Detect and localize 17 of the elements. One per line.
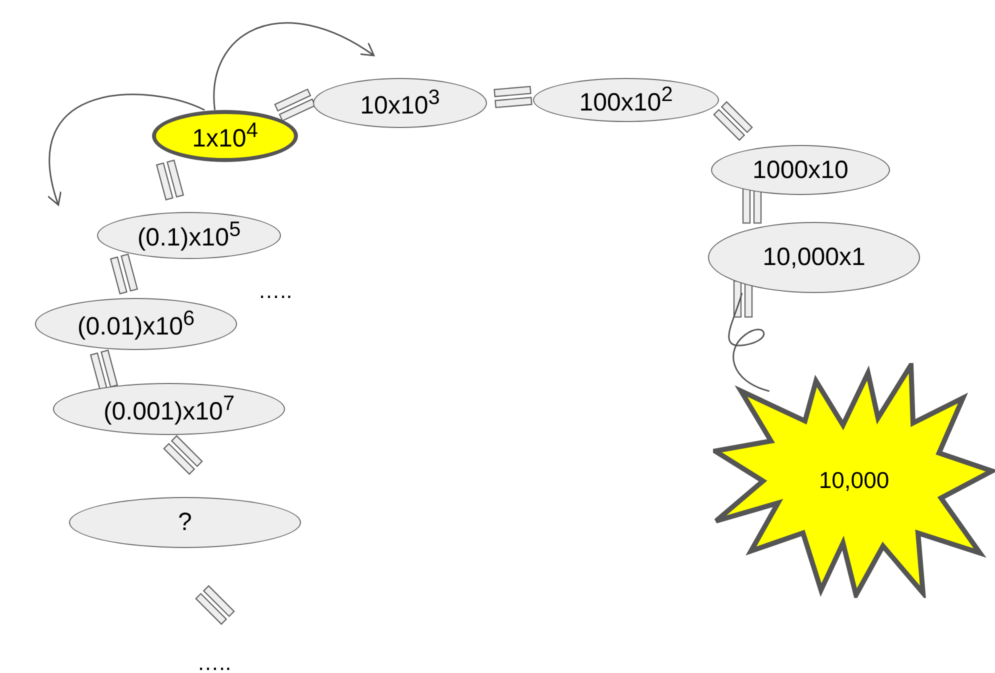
curly-line [728,292,770,392]
node-label: 100x10$^{2}$ [579,82,673,118]
ellipsis-text: ….. [197,650,232,673]
node-label: (0.1)x10$^{5}$ [137,218,241,253]
node-label: (0.001)x10$^{7}$ [103,392,235,426]
starburst-shape [713,363,995,598]
node-label: 10x10$^{3}$ [360,86,440,120]
curved-arrow [213,22,375,110]
node-label: 10,000 [818,467,890,494]
curved-arrow [48,94,205,206]
ellipsis-text: ….. [258,278,292,304]
node-label: 1000x10 [752,156,848,184]
node-label: 1x10$^{4}$ [192,118,258,154]
node-label: ? [178,508,192,537]
node-label: (0.01)x10$^{6}$ [77,306,195,342]
ellipse [533,78,719,122]
node-label: 10,000x1 [762,243,866,272]
